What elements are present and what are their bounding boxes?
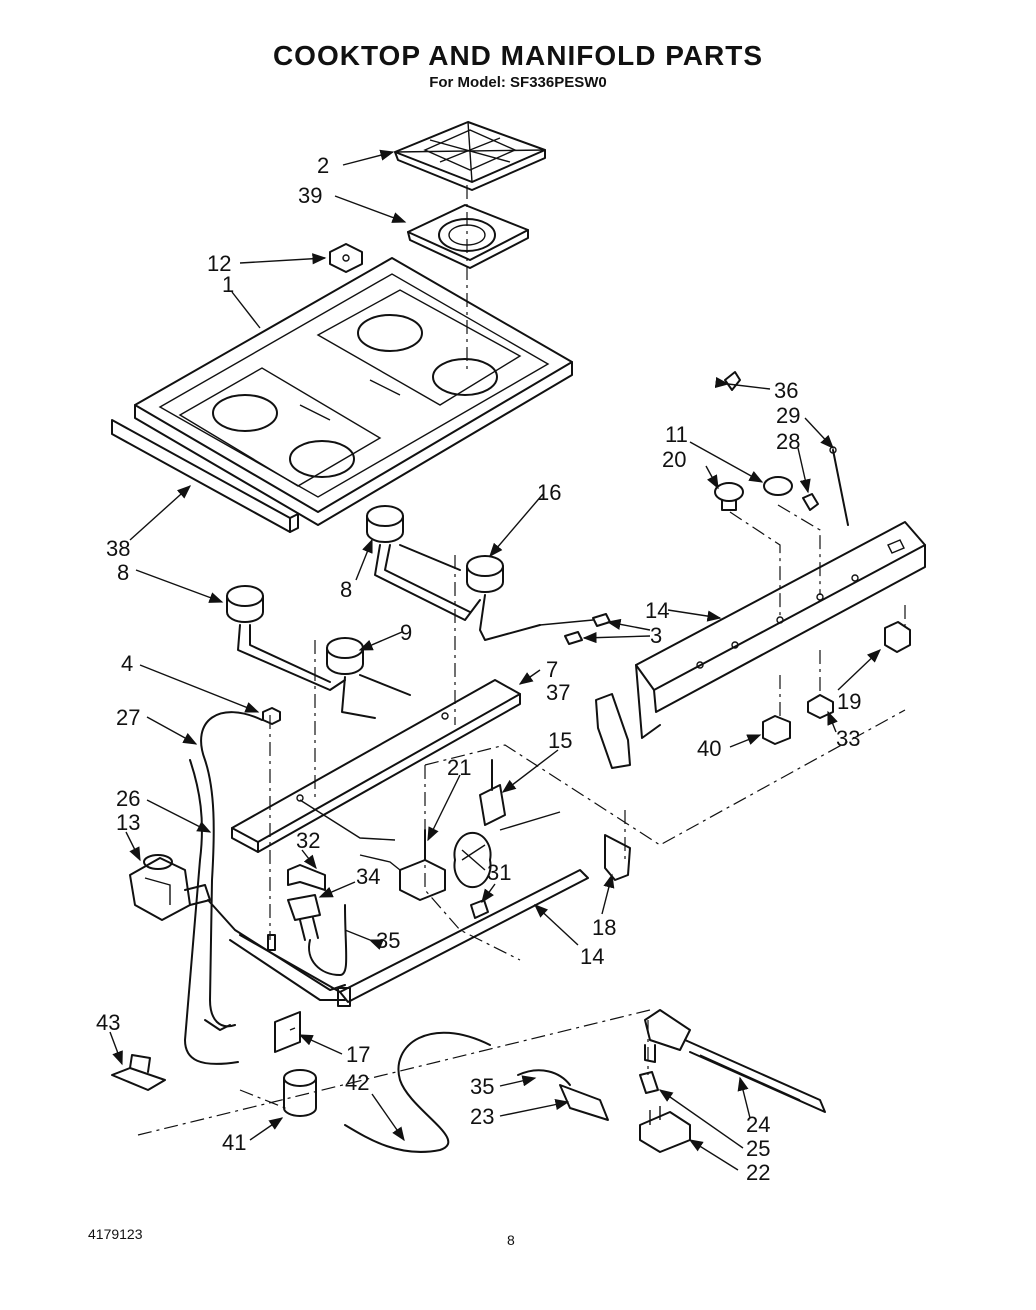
callout-8-right: 8: [340, 577, 352, 602]
callout-22: 22: [746, 1160, 770, 1185]
callout-34: 35: [376, 928, 400, 953]
callout-9-lower: 9: [400, 620, 412, 645]
callout-38: 38: [106, 536, 130, 561]
callout-39: 39: [298, 183, 322, 208]
callout-20: 20: [662, 447, 686, 472]
callout-43: 43: [96, 1010, 120, 1035]
orifice-hoods: [539, 613, 611, 645]
callout-25: 25: [746, 1136, 770, 1161]
manifold-rail: [635, 521, 926, 739]
bracket-18: [604, 834, 631, 881]
callout-35-text: 35: [470, 1074, 494, 1099]
callout-26: 26: [116, 786, 140, 811]
callout-23: 23: [470, 1104, 494, 1129]
oven-valve: [299, 759, 561, 919]
callout-32: 33: [836, 726, 860, 751]
callout-17: 17: [346, 1042, 370, 1067]
callout-labels: 2 39 12 1 36 29 28 11 20 16 38 8 8 9 14 …: [96, 153, 861, 1185]
callout-4: 4: [121, 651, 133, 676]
burner-bowl: [407, 204, 529, 269]
callout-21: 21: [447, 755, 471, 780]
switch-parts: [762, 605, 911, 745]
callout-19: 19: [837, 689, 861, 714]
callout-7: 7: [546, 657, 558, 682]
callout-24: 24: [746, 1112, 770, 1137]
page-number: 8: [507, 1232, 515, 1248]
callout-18: 18: [592, 915, 616, 940]
bracket-37: [595, 693, 631, 769]
burner-assembly-rear: [366, 505, 541, 641]
callout-31: 32: [296, 828, 320, 853]
cooktop: [134, 257, 573, 526]
page-title: COOKTOP AND MANIFOLD PARTS: [272, 40, 764, 71]
front-trim: [111, 419, 299, 533]
callout-30: 31: [487, 860, 511, 885]
callout-12: 12: [207, 251, 231, 276]
dashed-outlines: [137, 555, 906, 1136]
callout-37: 37: [546, 680, 570, 705]
callout-29: 29: [776, 403, 800, 428]
callout-33: 34: [356, 864, 380, 889]
burner-grate: [394, 121, 546, 191]
bracket-43: [111, 1054, 166, 1091]
callout-13: 13: [116, 810, 140, 835]
callout-27: 27: [116, 705, 140, 730]
support-bar: [231, 679, 521, 853]
callout-8-left: 8: [117, 560, 129, 585]
callout-15: 14: [645, 598, 669, 623]
broil-burner-assembly: [517, 1009, 826, 1153]
callout-9-upper: 16: [537, 480, 561, 505]
callout-2: 2: [317, 153, 329, 178]
bracket-12: [329, 243, 363, 273]
callout-41: 41: [222, 1130, 246, 1155]
callout-42: 42: [345, 1070, 369, 1095]
leader-lines: [109, 149, 882, 1171]
capillary-tube: [344, 1031, 491, 1153]
nut-4: [262, 707, 281, 725]
safety-valve: [283, 1069, 317, 1117]
burner-assembly-front: [226, 585, 411, 719]
callout-36: 36: [774, 378, 798, 403]
document-number: 4179123: [88, 1226, 143, 1242]
callout-1: 1: [222, 272, 234, 297]
model-subtitle: For Model: SF336PESW0: [429, 74, 607, 91]
callout-28: 28: [776, 429, 800, 454]
callout-14-text: 14: [580, 944, 604, 969]
callout-11: 11: [665, 422, 688, 447]
bracket-17: [274, 1011, 301, 1053]
callout-3: 3: [650, 623, 662, 648]
burner-tube: [239, 869, 589, 1007]
callout-40: 40: [697, 736, 721, 761]
callout-16: 15: [548, 728, 572, 753]
pressure-regulator: [129, 854, 211, 921]
rail-small-parts: [714, 371, 849, 618]
